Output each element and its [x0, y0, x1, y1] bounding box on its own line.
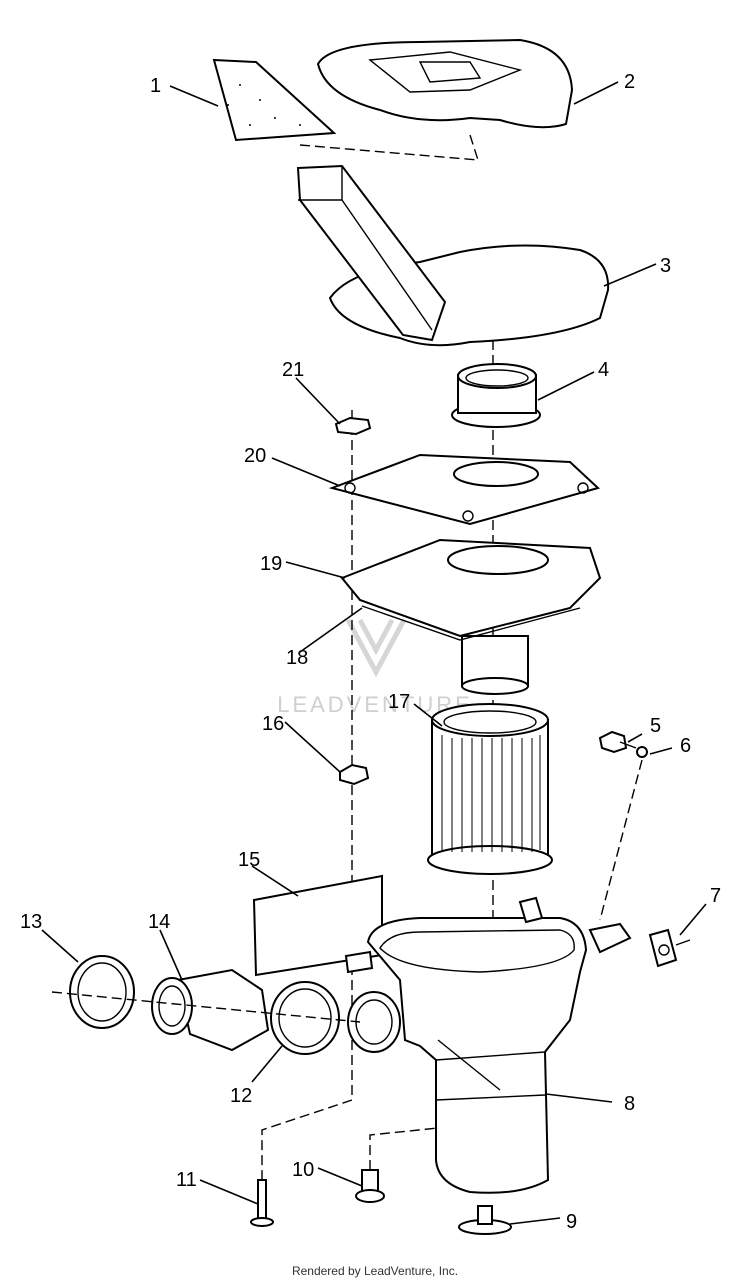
- part-10-bushing: [355, 1127, 439, 1203]
- callout-8: 8: [624, 1093, 635, 1115]
- part-14-hose: [151, 968, 270, 1052]
- callout-6: 6: [680, 735, 691, 757]
- callout-9: 9: [566, 1211, 577, 1233]
- callout-18: 18: [286, 647, 308, 669]
- part-2-foam-pad: [316, 38, 574, 129]
- callout-labels: 1 2 3 4 5 6 7 8 9 10 11 12 13 14 15 16 1…: [20, 71, 721, 1233]
- part-21-nut: [334, 416, 372, 436]
- fastener-axis: [261, 410, 353, 1180]
- callout-13: 13: [20, 911, 42, 933]
- callout-12: 12: [230, 1085, 252, 1107]
- callout-3: 3: [660, 255, 671, 277]
- part-1-foam-flap: [212, 58, 337, 142]
- callout-20: 20: [244, 445, 266, 467]
- part-4-coupler: [451, 363, 541, 428]
- callout-21: 21: [282, 359, 304, 381]
- callout-17: 17: [388, 691, 410, 713]
- callout-19: 19: [260, 553, 282, 575]
- part-17-filter-element: [427, 703, 553, 875]
- callout-7: 7: [710, 885, 721, 907]
- part-12-clamp: [270, 981, 340, 1055]
- part-16-nut: [339, 763, 370, 786]
- part-7-clip: [648, 928, 691, 968]
- callout-4: 4: [598, 359, 609, 381]
- callout-10: 10: [292, 1159, 314, 1181]
- callout-5: 5: [650, 715, 661, 737]
- dash-5-6: [599, 759, 643, 921]
- part-11-bolt: [250, 1179, 274, 1227]
- callout-14: 14: [148, 911, 170, 933]
- footer-credit: Rendered by LeadVenture, Inc.: [291, 1264, 459, 1278]
- part-20-top-plate: [328, 453, 600, 526]
- callout-2: 2: [624, 71, 635, 93]
- part-3-intake-cover: [296, 164, 610, 347]
- dash-1-2: [299, 134, 479, 161]
- callout-16: 16: [262, 713, 284, 735]
- part-9-drain-valve: [458, 1205, 512, 1235]
- callout-15: 15: [238, 849, 260, 871]
- callout-1: 1: [150, 75, 161, 97]
- part-8-airbox-body: [344, 896, 632, 1194]
- part-5-bolt: [598, 730, 637, 754]
- hose-axis: [51, 991, 361, 1023]
- leader-lines: [41, 81, 707, 1225]
- callout-11: 11: [176, 1169, 197, 1191]
- part-6-washer: [636, 746, 648, 758]
- part-18-gasket: [361, 605, 581, 641]
- part-19-housing-lid: [340, 538, 602, 695]
- part-13-clamp: [69, 955, 135, 1029]
